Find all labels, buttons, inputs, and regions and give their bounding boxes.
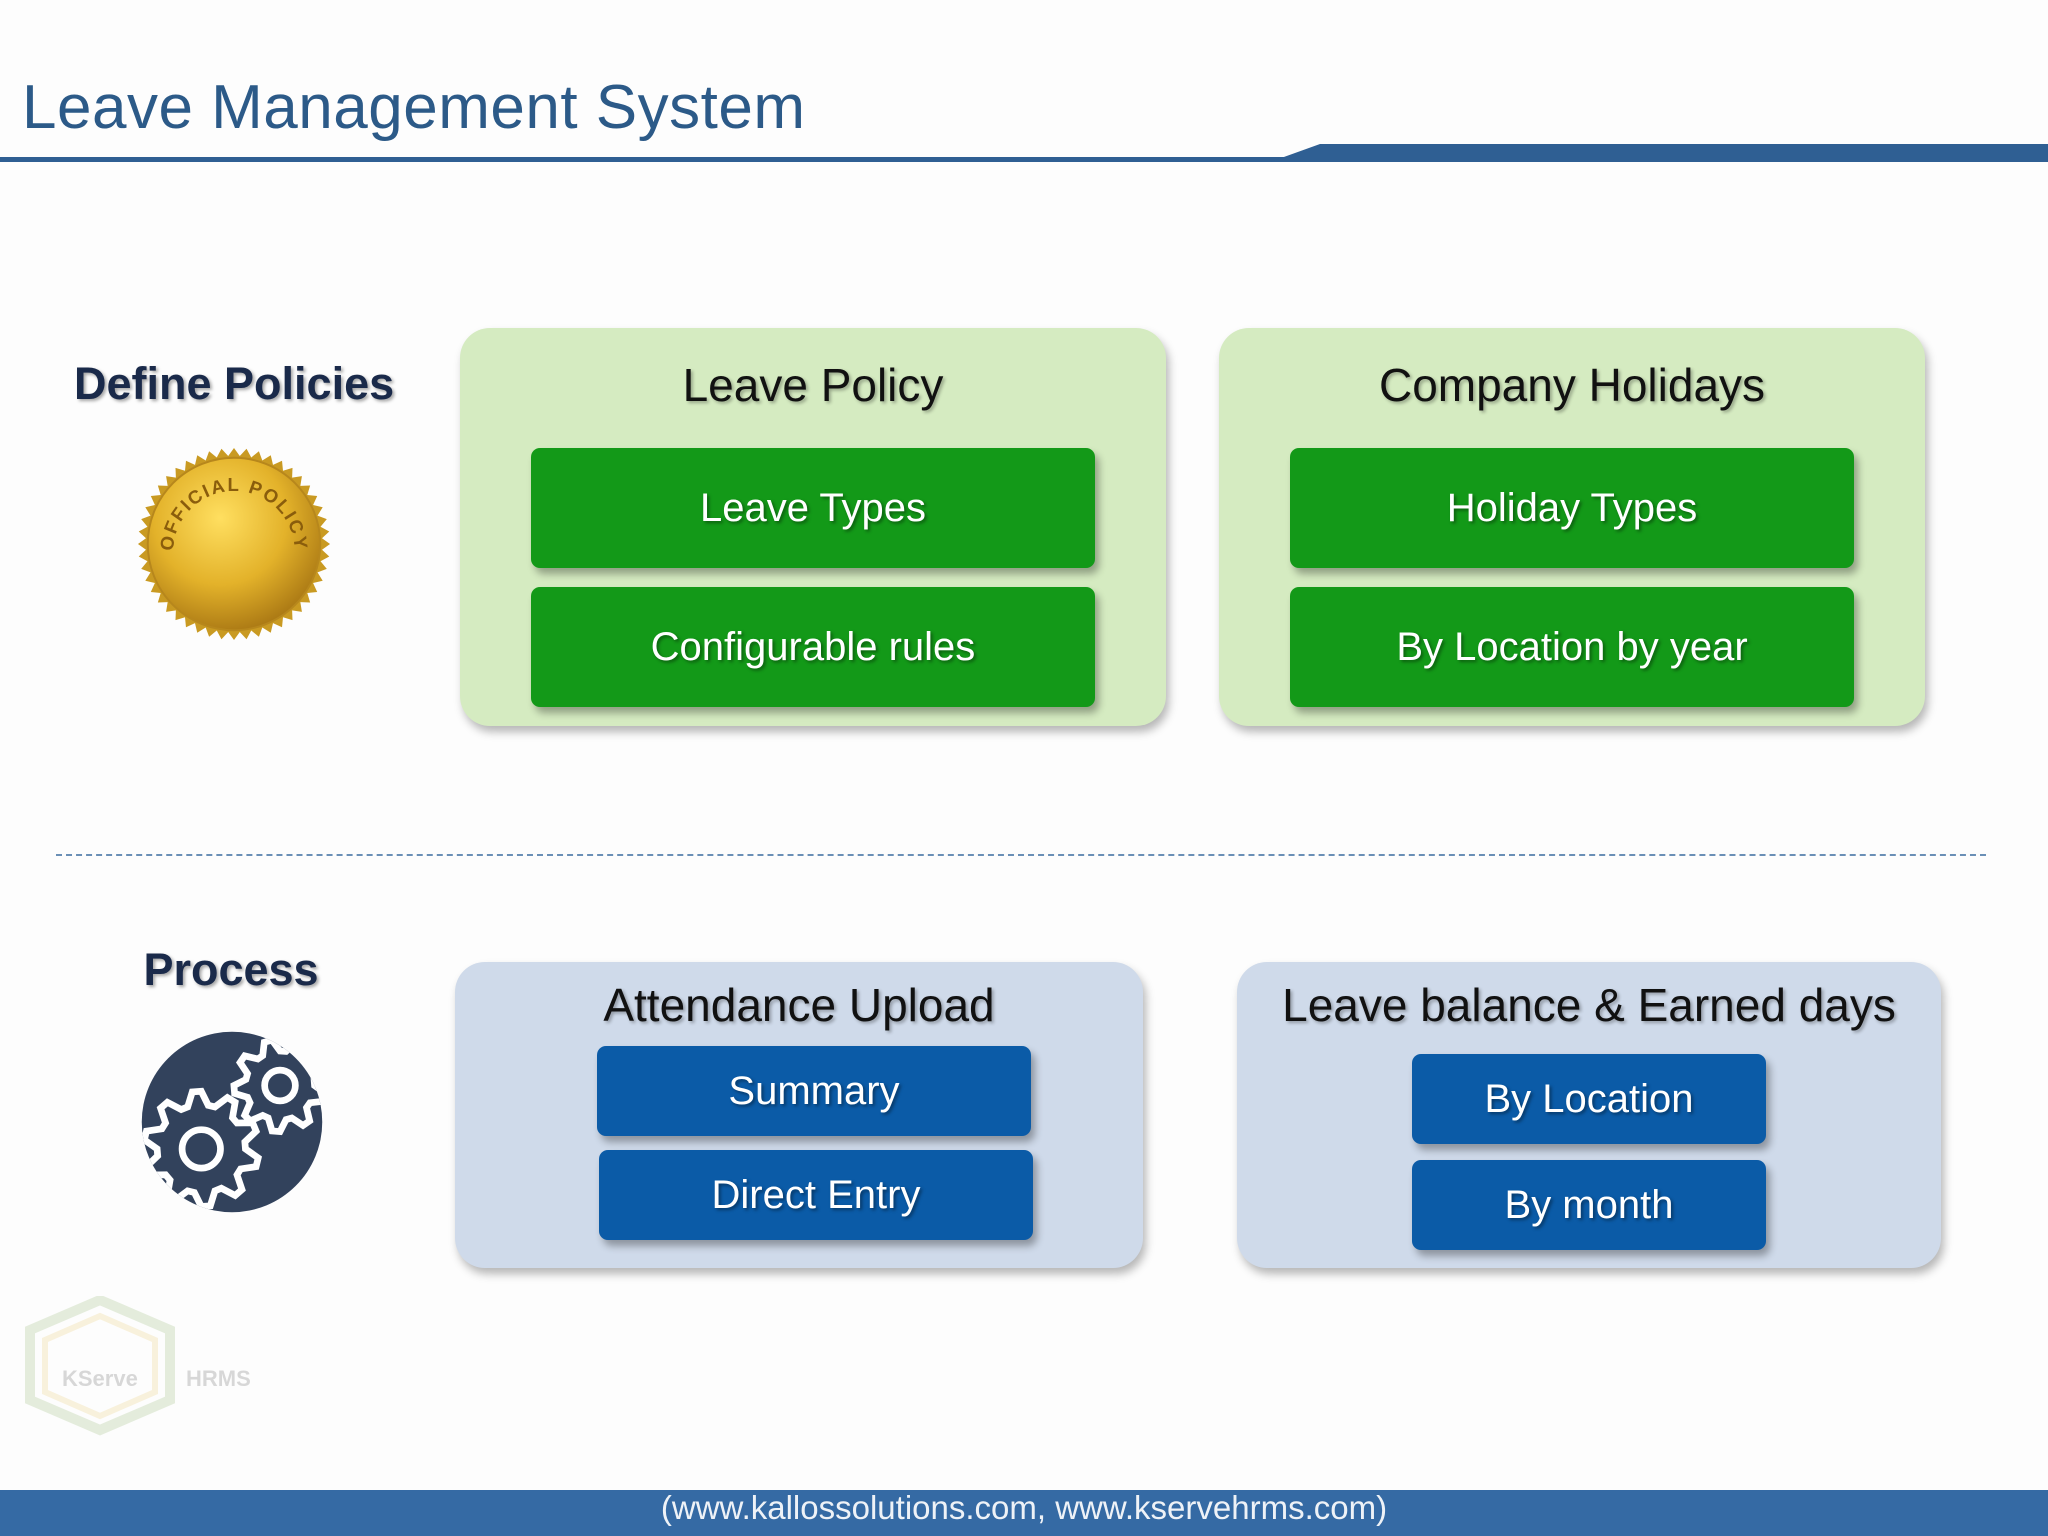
official-policy-seal-icon: OFFICIAL POLICY	[137, 447, 331, 641]
holiday-types-button[interactable]: Holiday Types	[1290, 448, 1854, 568]
card-title-leave-policy: Leave Policy	[682, 359, 944, 411]
title-underline	[0, 144, 2048, 162]
kserve-hrms-watermark-logo: KServe HRMS	[20, 1296, 270, 1436]
footer-bar	[0, 1490, 2048, 1536]
by-location-by-year-button[interactable]: By Location by year	[1290, 587, 1854, 707]
process-gears-icon	[141, 1031, 323, 1213]
summary-button[interactable]: Summary	[597, 1046, 1031, 1136]
page-title: Leave Management System	[22, 73, 806, 142]
leave-types-button[interactable]: Leave Types	[531, 448, 1095, 568]
card-leave-policy: Leave Policy Leave Types Configurable ru…	[460, 328, 1166, 726]
footer-text: (www.kallossolutions.com, www.kservehrms…	[660, 1489, 1388, 1526]
section-label-define-policies: Define Policies	[74, 358, 395, 409]
by-month-button[interactable]: By month	[1412, 1160, 1766, 1250]
configurable-rules-button[interactable]: Configurable rules	[531, 587, 1095, 707]
card-title-company-holidays: Company Holidays	[1378, 359, 1766, 411]
watermark-text-left: KServe	[62, 1366, 138, 1391]
card-title-attendance-upload: Attendance Upload	[603, 979, 995, 1031]
section-label-process: Process	[143, 944, 319, 995]
card-leave-balance-earned-days: Leave balance & Earned days By Location …	[1237, 962, 1941, 1268]
card-company-holidays: Company Holidays Holiday Types By Locati…	[1219, 328, 1925, 726]
card-attendance-upload: Attendance Upload Summary Direct Entry	[455, 962, 1143, 1268]
watermark-text-right: HRMS	[186, 1366, 251, 1391]
by-location-button[interactable]: By Location	[1412, 1054, 1766, 1144]
direct-entry-button[interactable]: Direct Entry	[599, 1150, 1033, 1240]
card-title-leave-balance-earned-days: Leave balance & Earned days	[1282, 979, 1896, 1031]
section-divider	[56, 854, 1986, 856]
